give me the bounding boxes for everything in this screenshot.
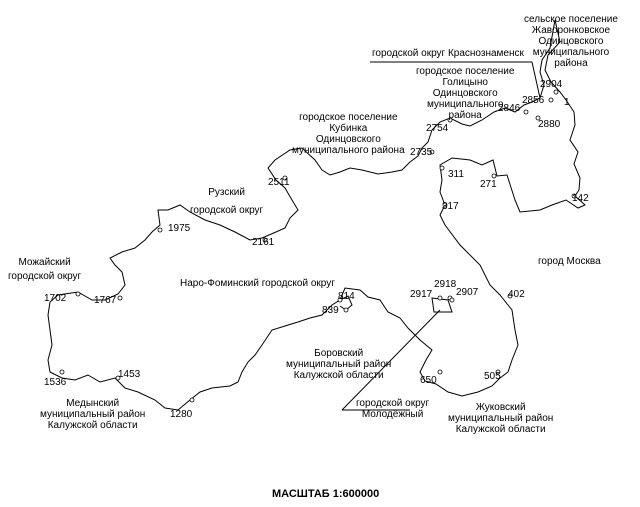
point-label: 839 <box>322 305 339 316</box>
region-label-golitsyno: городское поселение Голицыно Одинцовског… <box>416 66 515 121</box>
region-label-zhukov: Жуковский муниципальный район Калужской … <box>448 402 554 435</box>
point-label: 2917 <box>410 289 433 300</box>
point-label: 505 <box>484 371 501 382</box>
district-boundary <box>47 19 586 411</box>
point-label: 1975 <box>168 223 191 234</box>
point-label: 311 <box>448 169 464 180</box>
region-label-borovsk: Боровский муниципальный район Калужской … <box>286 348 392 381</box>
point-label: 2846 <box>498 103 521 114</box>
point-label: 2856 <box>522 95 545 106</box>
point-label: 1702 <box>44 293 67 304</box>
point-label: 1453 <box>118 369 141 380</box>
leader-line-molodezhny <box>341 309 441 411</box>
point-label: 1536 <box>44 377 67 388</box>
point-label: 2754 <box>426 123 449 134</box>
region-label-ruza: Рузский городской округ <box>190 187 264 216</box>
map-scale: МАСШТАБ 1:600000 <box>272 488 380 500</box>
point-label: 814 <box>338 291 355 302</box>
point-label: 142 <box>572 193 589 204</box>
point-label: 402 <box>508 289 525 300</box>
point-label: 1280 <box>170 409 193 420</box>
point-label: 271 <box>480 179 497 190</box>
leader-line-krasnoznamensk-b <box>531 61 541 99</box>
region-label-medyn: Медынский муниципальный район Калужской … <box>40 398 146 431</box>
point-label: 2907 <box>456 287 479 298</box>
region-label-krasnoznamensk: городской округ Краснознаменск <box>372 48 524 59</box>
point-label: 2735 <box>410 147 433 158</box>
region-label-naro-fominsk: Наро-Фоминский городской округ <box>180 278 335 289</box>
region-label-moskva: город Москва <box>538 256 601 267</box>
point-label: 2880 <box>538 119 561 130</box>
region-label-mozhaysk: Можайский городской округ <box>8 257 82 282</box>
point-label: 1 <box>564 97 570 108</box>
point-label: 2918 <box>434 279 457 290</box>
point-markers <box>59 89 577 403</box>
inner-boundary-molodezhny <box>431 297 453 313</box>
region-label-molodezhny: городской округ Молодёжный <box>356 398 430 420</box>
region-label-zhavoronki: сельское поселение Жаворонковское Одинцо… <box>524 14 618 69</box>
region-label-kubinka: городское поселение Кубинка Одинцовского… <box>292 112 405 156</box>
inner-boundary-lobe <box>339 295 353 311</box>
point-label: 317 <box>442 201 459 212</box>
point-label: 650 <box>420 375 437 386</box>
point-label: 2161 <box>252 237 275 248</box>
point-label: 2511 <box>268 177 290 188</box>
point-label: 1767 <box>94 295 117 306</box>
point-label: 2904 <box>540 79 563 90</box>
